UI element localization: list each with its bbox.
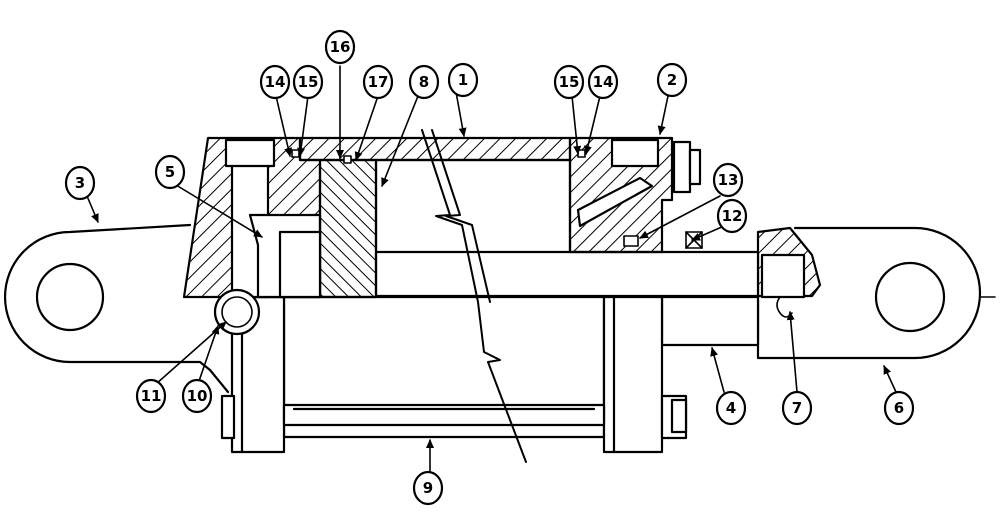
callout-c5: 5	[154, 154, 186, 190]
callout-circle	[154, 154, 186, 190]
tie-rod	[220, 394, 688, 440]
callout-label: 11	[141, 387, 162, 405]
callout-label: 14	[593, 73, 614, 91]
callout-label: 9	[423, 479, 433, 497]
callout-circle	[715, 390, 747, 426]
right-clevis	[756, 226, 982, 360]
callout-circle	[408, 64, 440, 100]
callout-label: 14	[265, 73, 286, 91]
callout-c1: 1	[447, 62, 479, 98]
callout-circle	[883, 390, 915, 426]
callout-c16: 16	[324, 29, 356, 65]
callout-label: 6	[894, 399, 904, 417]
callout-label: 13	[718, 171, 739, 189]
callout-circle	[553, 64, 585, 100]
right-end-cap	[568, 136, 702, 254]
callout-circle	[781, 390, 813, 426]
callout-label: 3	[75, 174, 85, 192]
callout-c10: 10	[181, 378, 213, 414]
callout-label: 7	[792, 399, 802, 417]
callout-label: 12	[722, 207, 743, 225]
break-lines	[421, 129, 527, 463]
callout-c4: 4	[715, 390, 747, 426]
callout-c9: 9	[412, 470, 444, 506]
cylinder-lower-body	[230, 295, 664, 454]
callout-c12: 12	[716, 198, 748, 234]
callout-circle	[412, 470, 444, 506]
callout-circle	[292, 64, 324, 100]
callout-c15a: 15	[292, 64, 324, 100]
callout-label: 4	[726, 399, 736, 417]
piston	[278, 158, 378, 299]
callout-circle	[324, 29, 356, 65]
callout-circle	[712, 162, 744, 198]
leader-lines	[86, 65, 897, 473]
left-clevis	[3, 223, 230, 394]
callout-c8: 8	[408, 64, 440, 100]
callout-c6: 6	[883, 390, 915, 426]
callout-circle	[181, 378, 213, 414]
callout-circle	[656, 62, 688, 98]
callout-circle	[135, 378, 167, 414]
callout-circle	[64, 165, 96, 201]
callout-c14b: 14	[587, 64, 619, 100]
callout-label: 15	[559, 73, 580, 91]
callout-circle	[447, 62, 479, 98]
ball-joint	[213, 288, 261, 336]
callout-label: 8	[419, 73, 429, 91]
callout-circle	[716, 198, 748, 234]
callout-label: 2	[667, 71, 677, 89]
callout-c15b: 15	[553, 64, 585, 100]
callout-label: 5	[165, 163, 175, 181]
callout-label: 16	[330, 38, 351, 56]
callout-circle	[587, 64, 619, 100]
callout-circle	[259, 64, 291, 100]
piston-rod	[374, 250, 760, 347]
seals	[291, 149, 703, 249]
callout-circle	[362, 64, 394, 100]
callout-c17: 17	[362, 64, 394, 100]
callout-c14a: 14	[259, 64, 291, 100]
callout-c2: 2	[656, 62, 688, 98]
callout-c7: 7	[781, 390, 813, 426]
callout-label: 10	[187, 387, 208, 405]
callout-label: 1	[458, 71, 468, 89]
callout-c3: 3	[64, 165, 96, 201]
callout-c13: 13	[712, 162, 744, 198]
callout-label: 15	[298, 73, 319, 91]
callout-label: 17	[368, 73, 389, 91]
callout-c11: 11	[135, 378, 167, 414]
